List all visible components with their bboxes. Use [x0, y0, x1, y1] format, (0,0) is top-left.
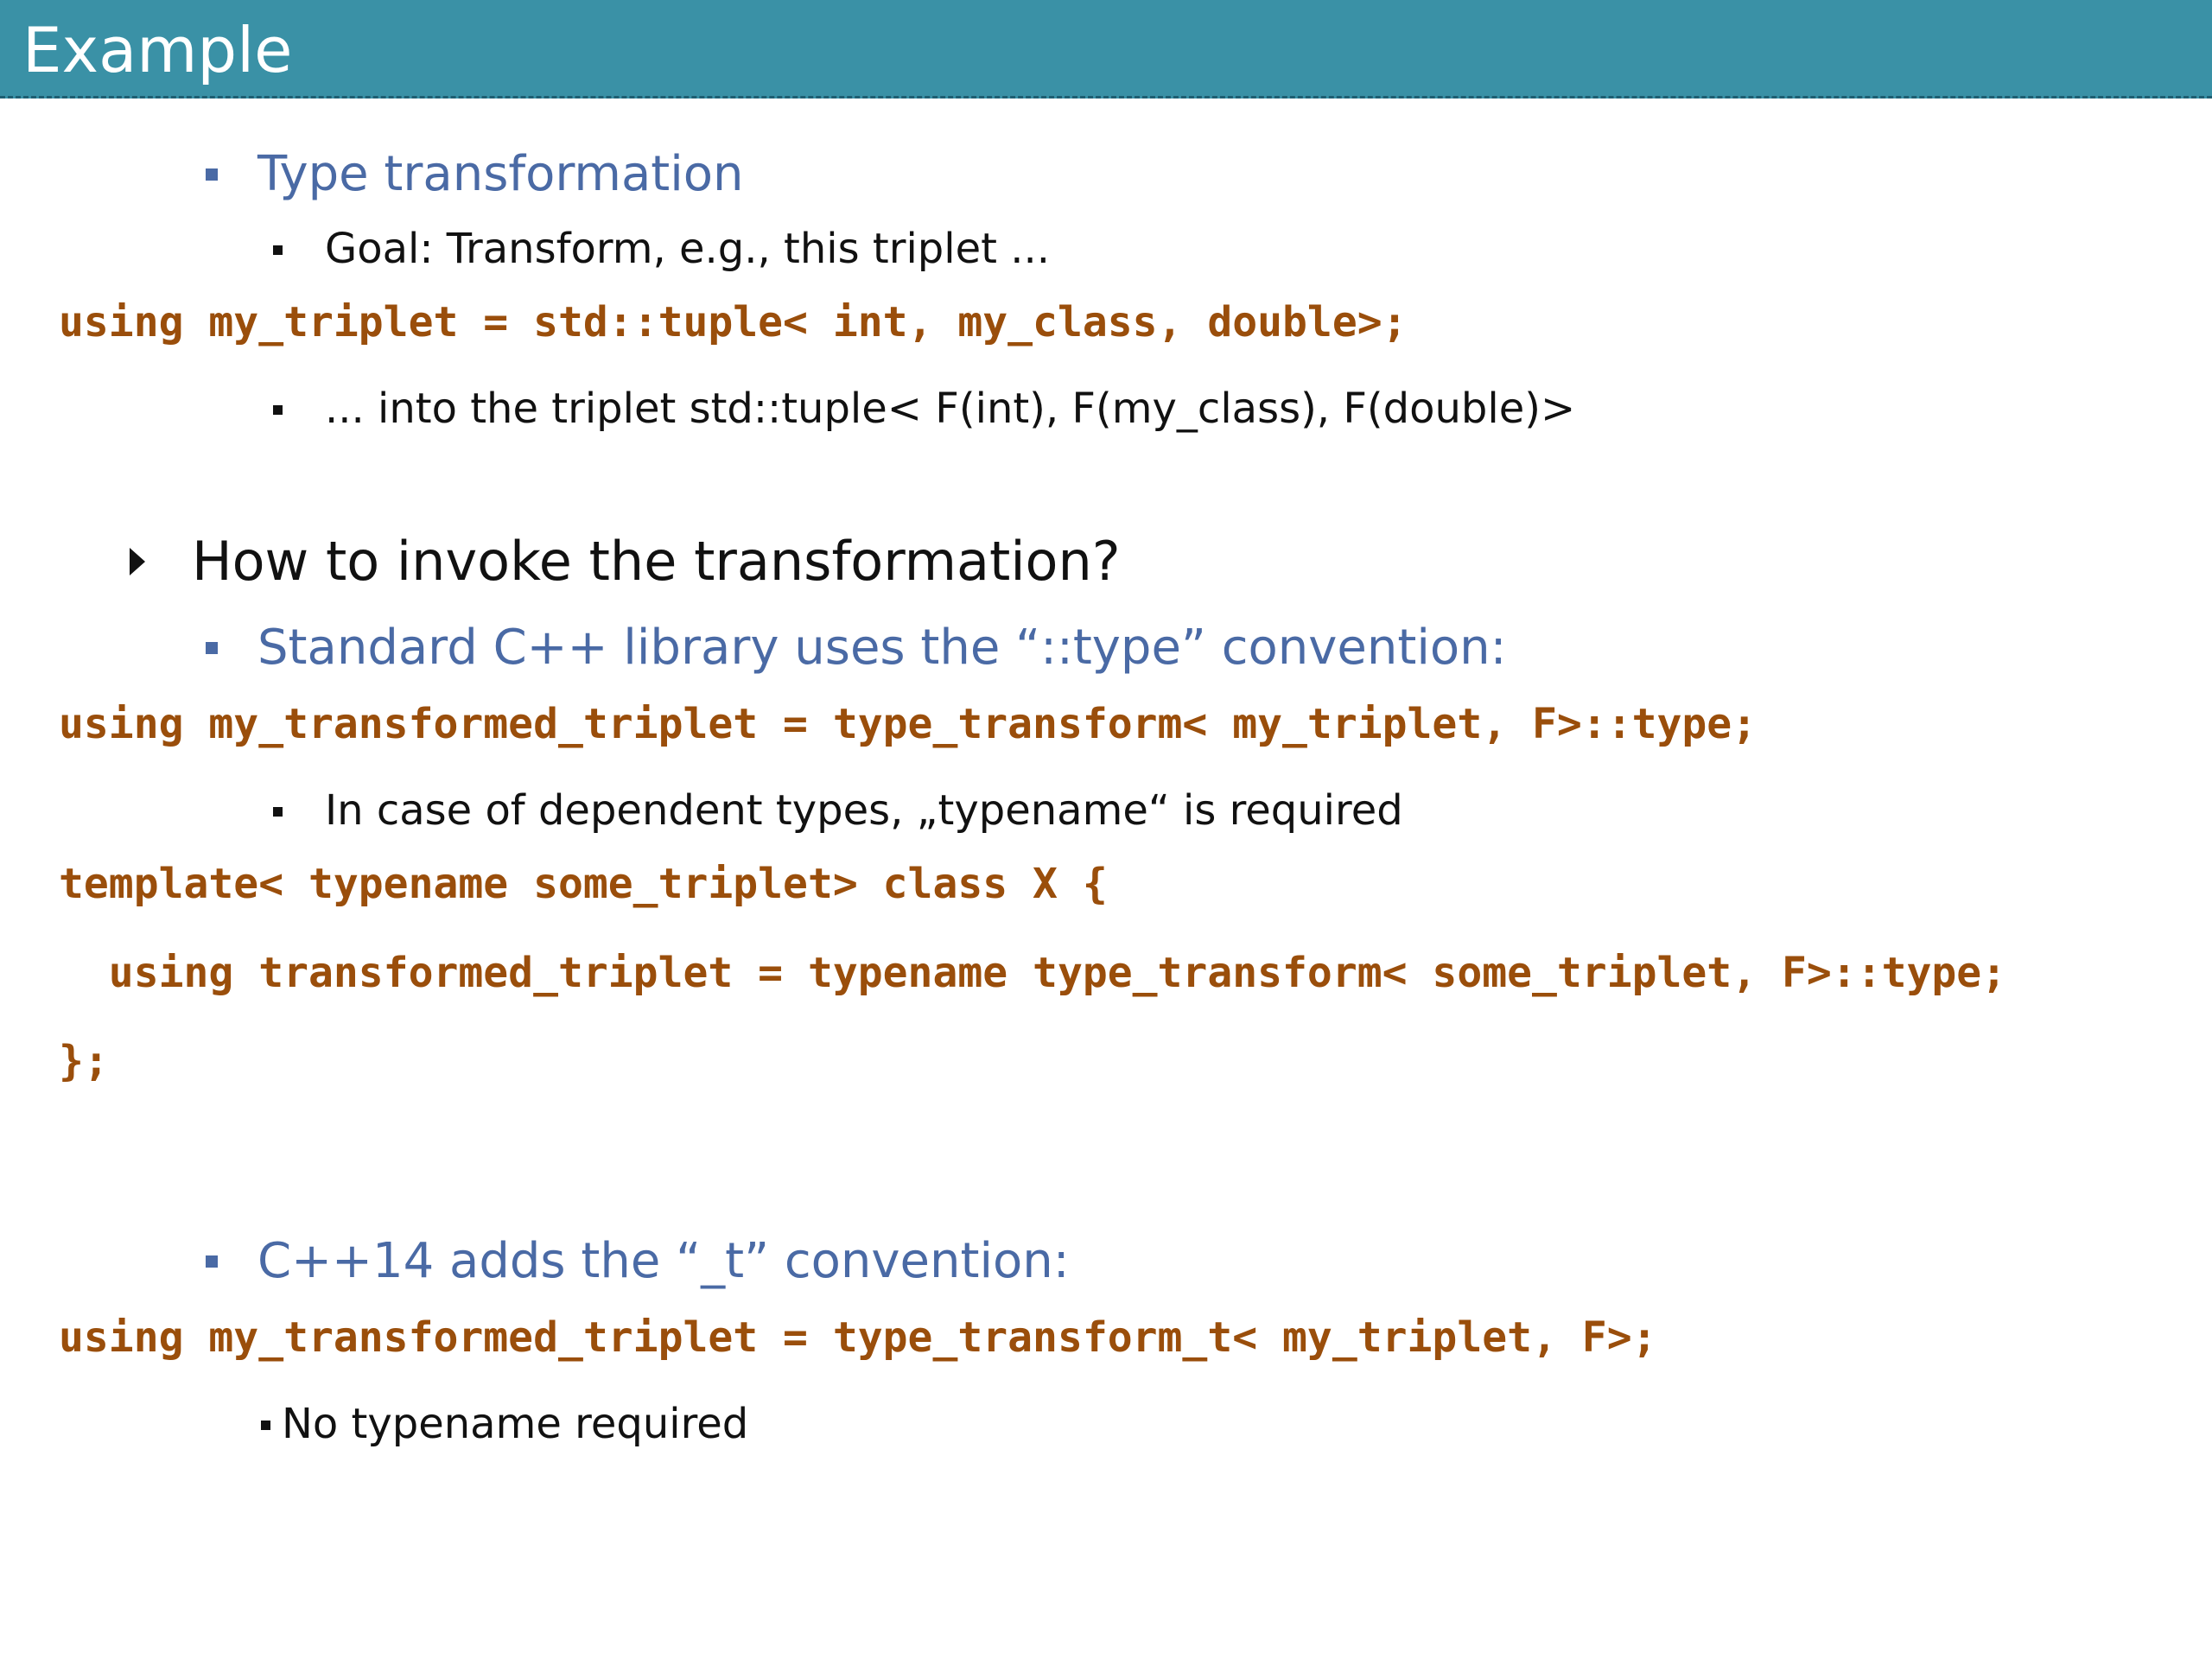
square-bullet-icon: [206, 642, 218, 654]
code-line-my-triplet: using my_triplet = std::tuple< int, my_c…: [59, 298, 1408, 346]
bullet-into-triplet: ... into the triplet std::tuple< F(int),…: [325, 385, 1576, 433]
bullet-goal: Goal: Transform, e.g., this triplet ...: [325, 225, 1050, 273]
code-line-template: template< typename some_triplet> class X…: [59, 860, 1108, 908]
square-bullet-icon: [206, 1255, 218, 1268]
bullet-no-typename: No typename required: [282, 1400, 749, 1448]
slide-title: Example: [22, 14, 293, 86]
bullet-dependent-types: In case of dependent types, „typename“ i…: [325, 786, 1403, 835]
square-bullet-icon: [273, 245, 283, 255]
heading-how-to-invoke: How to invoke the transformation?: [192, 530, 1121, 593]
triangle-bullet-icon: [130, 548, 145, 575]
bullet-cpp14: C++14 adds the “_t” convention:: [257, 1233, 1070, 1289]
square-bullet-icon: [206, 168, 218, 181]
square-bullet-icon: [273, 405, 283, 415]
code-line-transform-t: using my_transformed_triplet = type_tran…: [59, 1313, 1657, 1362]
square-bullet-icon: [273, 807, 283, 817]
code-line-transformed-type: using my_transformed_triplet = type_tran…: [59, 700, 1758, 748]
square-bullet-icon: [261, 1421, 270, 1430]
slide-title-bar: Example: [0, 0, 2212, 99]
code-line-closing-brace: };: [59, 1037, 109, 1085]
code-line-using-typename: using transformed_triplet = typename typ…: [59, 949, 2007, 997]
bullet-standard-library: Standard C++ library uses the “::type” c…: [257, 620, 1507, 676]
bullet-type-transformation: Type transformation: [257, 146, 744, 202]
